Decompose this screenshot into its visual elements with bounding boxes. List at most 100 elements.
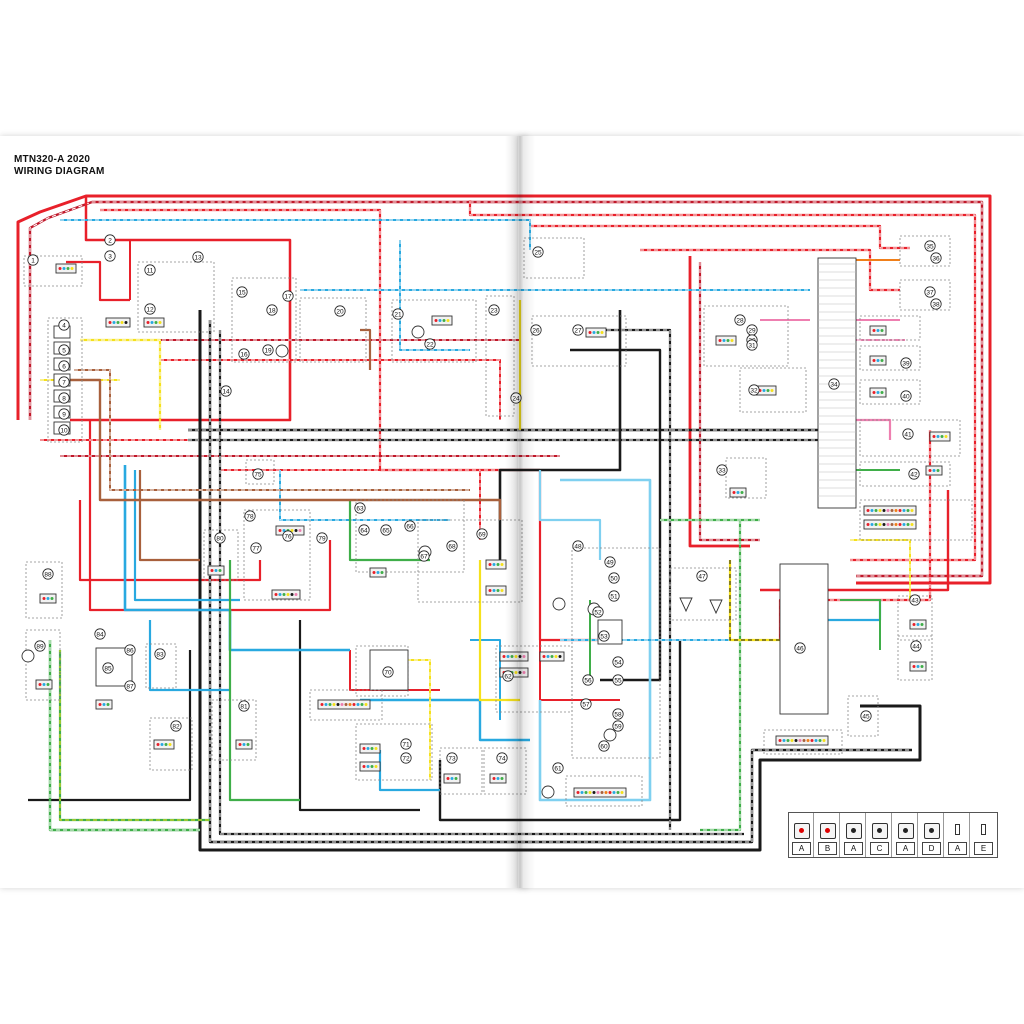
- component-number-badge: [262, 344, 274, 356]
- component-number-83: 83: [156, 651, 164, 658]
- connector-pin: [546, 655, 550, 658]
- diagram-type-title: WIRING DIAGRAM: [14, 166, 105, 177]
- component-number-16: 16: [240, 351, 248, 358]
- component-number-badge: [104, 250, 116, 262]
- component-number-75: 75: [254, 471, 262, 478]
- component-number-61: 61: [554, 765, 562, 772]
- component-outline: [211, 699, 257, 761]
- connector-pin: [42, 597, 46, 600]
- connector-pin: [886, 509, 890, 512]
- connector-pin: [108, 321, 112, 324]
- component-outline: [309, 689, 383, 721]
- wire: [820, 600, 882, 622]
- legend-letter: B: [818, 842, 837, 855]
- component-number-55: 55: [614, 677, 622, 684]
- connector-symbol-icon: [898, 823, 914, 839]
- connector-pin: [352, 703, 356, 706]
- connector-pin: [332, 703, 336, 706]
- connector-pin: [290, 593, 294, 596]
- connector-pin: [210, 569, 214, 572]
- component-number-56: 56: [584, 677, 592, 684]
- component-number-20: 20: [336, 308, 344, 315]
- component-number-1: 1: [31, 257, 35, 264]
- wire: [360, 698, 530, 742]
- connector-pin: [328, 703, 332, 706]
- component-number-47: 47: [698, 573, 706, 580]
- connector-pin: [372, 571, 376, 574]
- connector-pin: [822, 739, 826, 742]
- component-number-badge: [552, 762, 564, 774]
- component-box: [573, 787, 627, 798]
- component-outline: [899, 279, 951, 311]
- legend-cell: A: [893, 813, 918, 857]
- connector-pin: [880, 329, 884, 332]
- component-number-79: 79: [318, 535, 326, 542]
- connector-pin: [344, 703, 348, 706]
- connector-pin: [124, 321, 128, 324]
- component-number-badge: [612, 656, 624, 668]
- component-number-badge: [572, 540, 584, 552]
- connector-pin: [810, 739, 814, 742]
- wire-tracer: [399, 240, 470, 351]
- connector-pin: [500, 777, 504, 780]
- connector-pin: [818, 739, 822, 742]
- component-number-28: 28: [736, 317, 744, 324]
- connector-pin: [782, 739, 786, 742]
- wire: [80, 338, 162, 430]
- wire-tracer: [600, 329, 671, 830]
- component-number-badge: [900, 357, 912, 369]
- legend-letter: E: [974, 842, 993, 855]
- connector-pin: [50, 597, 54, 600]
- wire: [279, 470, 450, 521]
- component-number-badge: [924, 286, 936, 298]
- component-number-badge: [604, 556, 616, 568]
- connector-symbol-icon: [924, 823, 940, 839]
- component-number-badge: [930, 298, 942, 310]
- connector-pin: [932, 469, 936, 472]
- connector-pin: [554, 655, 558, 658]
- wire-tracer: [530, 225, 910, 249]
- component-number-22: 22: [426, 341, 434, 348]
- component-number-badge: [612, 720, 624, 732]
- connector-pin: [726, 339, 730, 342]
- component-number-21: 21: [394, 311, 402, 318]
- connector-pin: [916, 665, 920, 668]
- connector-pin: [214, 569, 218, 572]
- component-number-badge: [214, 532, 226, 544]
- connector-pin: [616, 791, 620, 794]
- component-number-70: 70: [384, 669, 392, 676]
- component-number-65: 65: [382, 527, 390, 534]
- connector-pin: [434, 319, 438, 322]
- connector-pin: [778, 739, 782, 742]
- component-number-86: 86: [126, 647, 134, 654]
- connector-pin: [596, 331, 600, 334]
- component-number-78: 78: [246, 513, 254, 520]
- component-number-32: 32: [750, 387, 758, 394]
- component-number-60: 60: [600, 743, 608, 750]
- connector-pin: [866, 509, 870, 512]
- connector-pin: [600, 791, 604, 794]
- connector-pin: [730, 339, 734, 342]
- connector-pin: [762, 389, 766, 392]
- component-box: [485, 559, 507, 570]
- round-component: [541, 785, 555, 799]
- connector-pin: [600, 331, 604, 334]
- connector-pin: [158, 321, 162, 324]
- component-number-badge: [612, 708, 624, 720]
- connector-pin: [154, 321, 158, 324]
- connector-pin: [802, 739, 806, 742]
- connector-pin: [282, 593, 286, 596]
- component-number-8: 8: [62, 395, 66, 402]
- component-outline: [137, 261, 215, 333]
- component-number-23: 23: [490, 307, 498, 314]
- connector-pin: [608, 791, 612, 794]
- wire: [58, 650, 210, 822]
- connector-pin: [592, 331, 596, 334]
- component-number-badge: [104, 234, 116, 246]
- wire-tracer: [729, 560, 780, 641]
- component-number-42: 42: [910, 471, 918, 478]
- connector-pin: [920, 665, 924, 668]
- component-number-58: 58: [614, 711, 622, 718]
- connector-pin: [916, 623, 920, 626]
- connector-pin: [736, 491, 740, 494]
